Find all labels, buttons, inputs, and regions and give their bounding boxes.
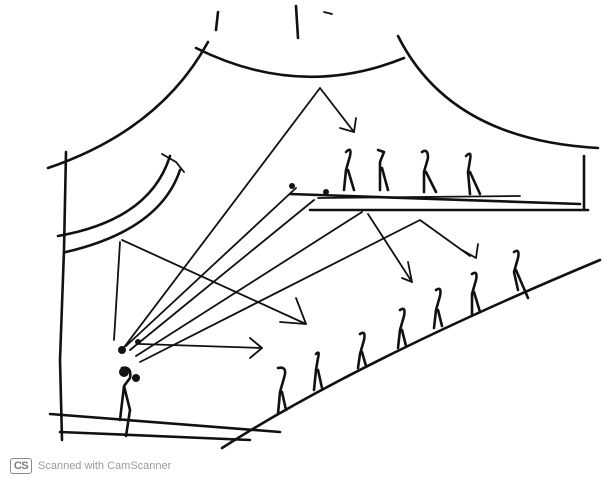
upper-audience-row [344, 150, 480, 194]
camscanner-logo: CS [10, 458, 32, 474]
left-wall-line [60, 152, 66, 440]
arrow-left-down [114, 242, 120, 340]
camscanner-watermark: CS Scanned with CamScanner [10, 456, 171, 476]
lower-person-4 [398, 309, 406, 348]
lower-person-3 [358, 333, 366, 368]
arrow-to-mid [368, 214, 412, 282]
speaker-figure [120, 368, 130, 436]
arrow-to-upper-row-3 [136, 212, 362, 356]
floor-ramp-line [222, 260, 600, 448]
left-upper-curve [58, 156, 170, 236]
lower-person-2 [314, 353, 322, 390]
upper-person-4 [466, 154, 480, 194]
upper-person-3 [422, 151, 436, 192]
stage-line-upper [290, 194, 580, 204]
floor-line-1 [50, 414, 280, 432]
speaker-head [119, 367, 129, 377]
top-mark-center [296, 6, 298, 38]
upper-person-1 [344, 150, 354, 190]
camscanner-text: Scanned with CamScanner [38, 460, 171, 472]
speaker-dot-3 [132, 374, 140, 382]
floor-line-2 [60, 432, 250, 440]
arrow-left-to-lower [122, 240, 306, 324]
lower-person-6 [472, 273, 480, 314]
lower-person-5 [434, 289, 442, 328]
top-mark-left [216, 12, 218, 30]
speaker-dot-2 [135, 339, 141, 345]
right-sweep-curve [398, 36, 598, 148]
speaker-dot-4 [289, 183, 295, 189]
left-sweep-curve [48, 42, 208, 168]
lower-audience-row [278, 251, 528, 414]
top-arch [196, 48, 404, 77]
lower-person-7 [514, 251, 528, 298]
top-mark-right [324, 12, 332, 14]
arrowhead-left-lower [280, 298, 306, 324]
lower-person-1 [278, 368, 286, 414]
arrowhead-mid [402, 262, 412, 282]
speaker-dot-5 [323, 189, 329, 195]
speaker-dot-1 [118, 346, 126, 354]
arrow-to-upper-row-2 [130, 200, 314, 350]
arrow-speaker-right [140, 344, 262, 348]
arrow-to-top [122, 88, 354, 350]
upper-person-2 [378, 150, 388, 190]
